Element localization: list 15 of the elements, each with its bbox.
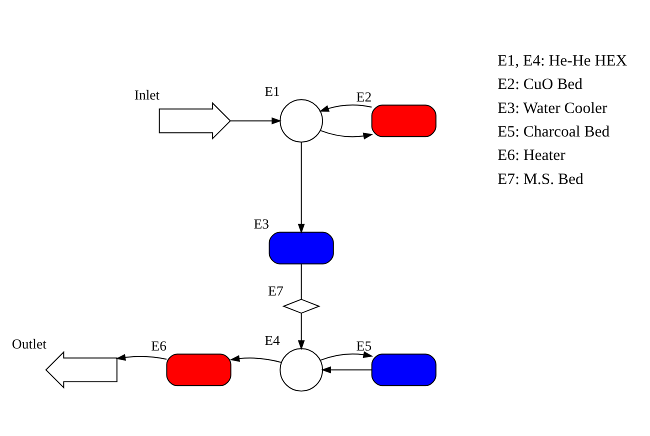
node-label: Outlet [12, 336, 46, 352]
label: E2: CuO Bed [498, 76, 583, 94]
node-label: E1 [264, 84, 280, 99]
node-label: Inlet [134, 87, 160, 102]
label: E6: Heater [498, 147, 566, 164]
node-label: E6 [151, 338, 167, 354]
label: E1, E4: He-He HEX [498, 52, 628, 70]
label: E3: Water Cooler [498, 100, 608, 117]
node-label: E3 [254, 216, 270, 232]
node-label: E4 [264, 332, 280, 348]
label: E7: M.S. Bed [498, 170, 584, 188]
label: E5: Charcoal Bed [498, 123, 610, 140]
node-label: E5 [356, 338, 372, 354]
node-label: E7 [268, 284, 284, 299]
node-label: E2 [356, 89, 372, 104]
